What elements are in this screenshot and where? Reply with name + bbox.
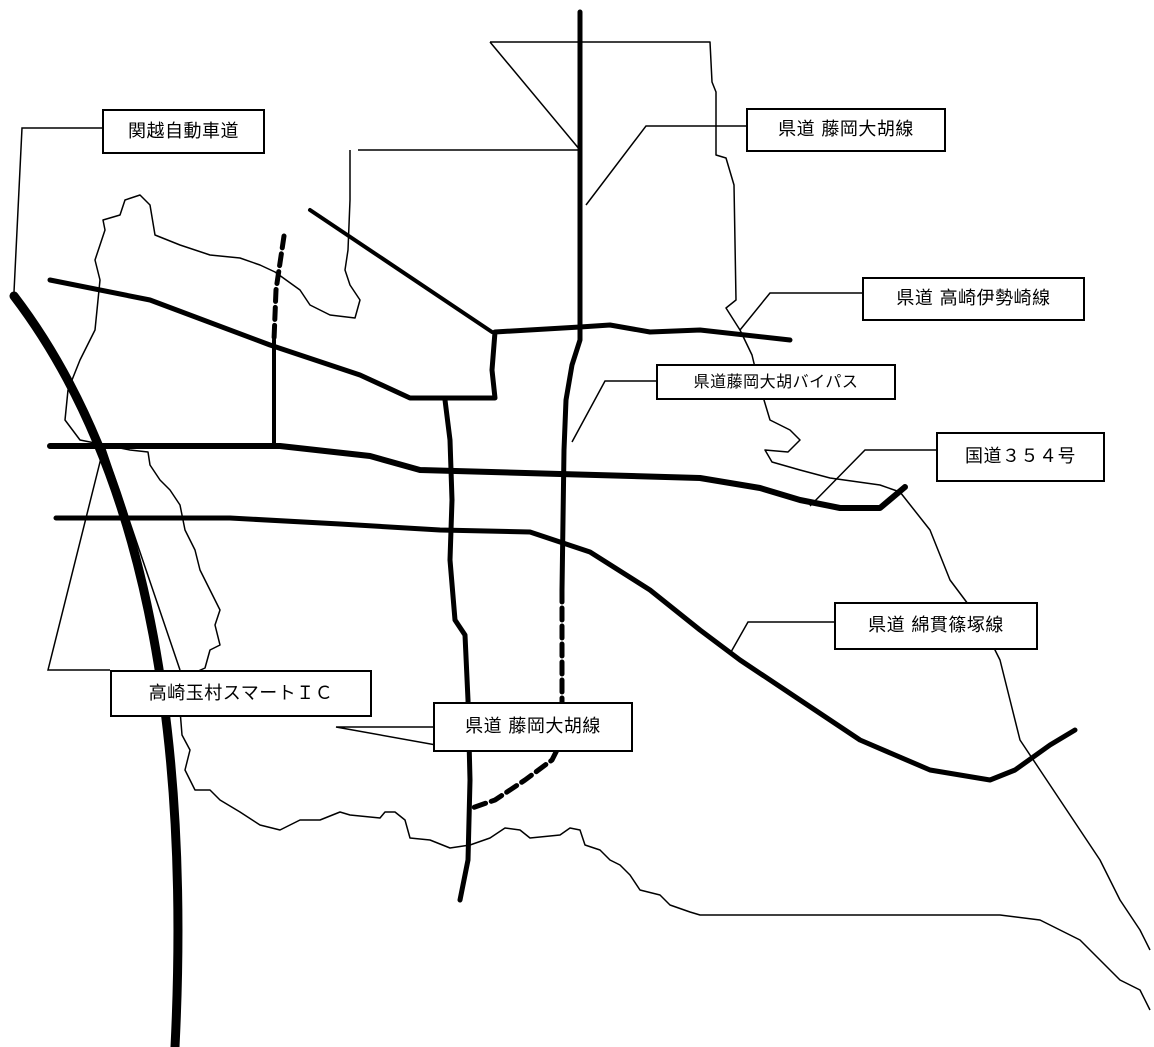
municipal-boundary: [64, 41, 1151, 1011]
label-national-354: 国道３５４号: [936, 432, 1105, 482]
boundary-south: [179, 709, 1151, 1011]
kanetsu-expressway: [9, 291, 183, 1047]
road-takasaki-isesaki: [47, 277, 793, 401]
boundary-west: [64, 150, 361, 701]
leader-kanetsu: [13, 127, 102, 293]
leader-watanuki: [730, 621, 834, 653]
label-fujioka-ogo-north: 県道 藤岡大胡線: [746, 108, 946, 152]
boundary-north-east: [490, 41, 1151, 951]
label-kanetsu-expressway: 関越自動車道: [102, 109, 265, 154]
road-bypass-dashed: [469, 587, 565, 811]
road-dashed-north: [271, 233, 287, 343]
leader-fujioka-ogo-north: [585, 125, 746, 206]
label-smart-ic: 高崎玉村スマートＩＣ: [110, 670, 372, 717]
boundary-diagonal: [489, 41, 581, 151]
road-fujioka-ogo-south: [442, 397, 473, 903]
road-diagonal-northwest: [308, 208, 494, 334]
road-fujioka-ogo-north: [559, 9, 583, 593]
label-fujioka-ogo-bypass: 県道藤岡大胡バイパス: [656, 364, 896, 400]
leader-bypass: [571, 380, 656, 443]
leader-smart-ic-2: [103, 445, 181, 671]
label-takasaki-isesaki: 県道 高崎伊勢崎線: [862, 277, 1085, 321]
leader-takasaki-isesaki: [739, 292, 862, 331]
leader-fujioka-ogo-south: [335, 726, 465, 751]
roads: [9, 9, 1078, 1047]
leader-smart-ic-1: [47, 445, 110, 671]
road-national-354: [47, 443, 908, 511]
label-fujioka-ogo-south: 県道 藤岡大胡線: [433, 702, 633, 752]
leader-national-354: [809, 449, 936, 507]
leader-lines: [13, 125, 936, 751]
road-watanuki-shinozuka: [53, 515, 1078, 783]
label-watanuki-shinozuka: 県道 綿貫篠塚線: [834, 602, 1038, 650]
